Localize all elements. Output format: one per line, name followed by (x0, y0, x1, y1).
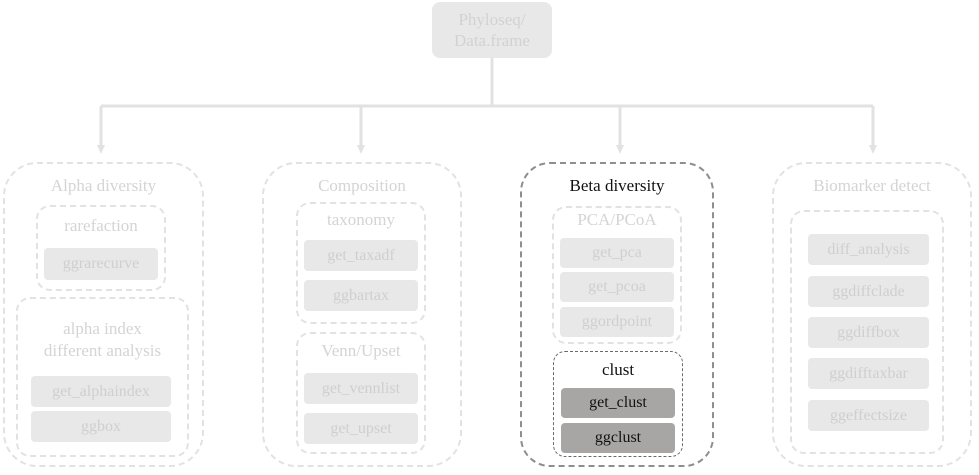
diff-analysis-button[interactable]: diff_analysis (808, 234, 929, 265)
root-label-line1: Phyloseq/ (458, 10, 526, 29)
root-label-line2: Data.frame (454, 31, 530, 50)
get-upset-button[interactable]: get_upset (304, 413, 418, 444)
biomarker-subgroup (790, 210, 944, 454)
beta-diversity-title: Beta diversity (569, 176, 665, 195)
clust-title: clust (601, 360, 635, 379)
rarefaction-title: rarefaction (64, 216, 138, 235)
alpha-diversity-title: Alpha diversity (50, 176, 157, 195)
ggordpoint-button[interactable]: ggordpoint (560, 307, 674, 337)
composition-title: Composition (318, 176, 406, 195)
ggdifftaxbar-button[interactable]: ggdifftaxbar (808, 358, 929, 389)
get-taxadf-button[interactable]: get_taxadf (304, 240, 418, 271)
alpha-index-title-line1: alpha index (63, 319, 142, 338)
pca-pcoa-subgroup (552, 206, 682, 344)
get-pca-button[interactable]: get_pca (560, 238, 674, 268)
beta-diversity-group (520, 162, 714, 467)
get-alphaindex-button[interactable]: get_alphaindex (31, 376, 171, 407)
ggdiffclade-button[interactable]: ggdiffclade (808, 276, 929, 307)
ggeffectsize-button[interactable]: ggeffectsize (808, 400, 929, 431)
rarefaction-subgroup (36, 205, 166, 291)
biomarker-detect-title: Biomarker detect (813, 176, 931, 195)
ggbox-button[interactable]: ggbox (31, 411, 171, 442)
biomarker-detect-group (772, 162, 972, 467)
clust-subgroup (553, 351, 683, 457)
composition-group (262, 162, 462, 467)
get-vennlist-button[interactable]: get_vennlist (304, 373, 418, 404)
ggclust-button[interactable]: ggclust (561, 423, 675, 453)
get-clust-button[interactable]: get_clust (561, 388, 675, 418)
venn-upset-subgroup (296, 332, 426, 454)
taxonomy-title: taxonomy (327, 210, 395, 229)
alpha-diversity-group (3, 162, 204, 467)
ggrarecurve-button[interactable]: ggrarecurve (44, 248, 158, 280)
root-node[interactable]: Phyloseq/ Data.frame (432, 2, 552, 58)
pca-pcoa-title: PCA/PCoA (577, 210, 657, 229)
alpha-index-title-line2: different analysis (43, 341, 162, 360)
taxonomy-subgroup (296, 202, 426, 324)
alpha-index-subgroup (16, 297, 189, 457)
get-pcoa-button[interactable]: get_pcoa (560, 272, 674, 302)
ggdiffbox-button[interactable]: ggdiffbox (808, 317, 929, 348)
venn-upset-title: Venn/Upset (321, 341, 401, 360)
ggbartax-button[interactable]: ggbartax (304, 280, 418, 311)
